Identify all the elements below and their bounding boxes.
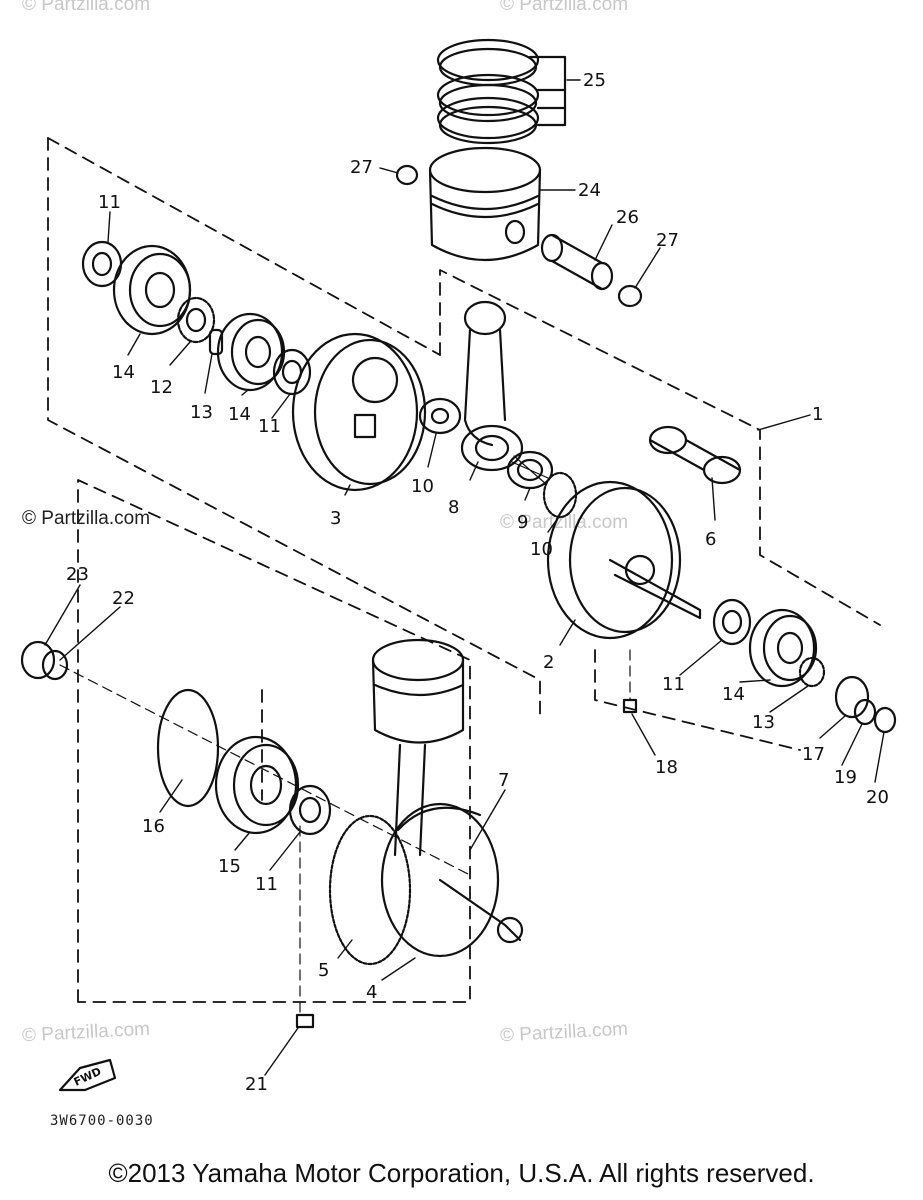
part-label: 14	[112, 362, 135, 383]
fwd-arrow-icon	[58, 1058, 117, 1092]
gear-12	[176, 296, 216, 344]
bearing-14-right	[748, 608, 818, 688]
part-label: 24	[578, 180, 601, 201]
gear-17	[834, 675, 870, 719]
part-label: 10	[530, 539, 553, 560]
part-label: 22	[112, 588, 135, 609]
washer-11-lower	[288, 784, 332, 836]
part-label: 11	[258, 416, 281, 437]
circlip	[617, 284, 643, 308]
part-label: 25	[583, 70, 606, 91]
crank-wheel-right	[546, 480, 702, 640]
part-label: 11	[98, 192, 121, 213]
part-label: 9	[517, 512, 528, 533]
bearing-15	[214, 735, 300, 835]
watermark: © Partzilla.com	[22, 508, 151, 529]
washer-11-mid	[272, 348, 312, 396]
crank-wheel-left	[291, 332, 427, 492]
part-label: 26	[616, 207, 639, 228]
part-label: 12	[150, 377, 173, 398]
part-label: 13	[752, 712, 775, 733]
part-label: 11	[662, 674, 685, 695]
part-label: 16	[142, 816, 165, 837]
part-label: 7	[498, 770, 509, 791]
lower-assembly-frame	[77, 479, 471, 1003]
part-label: 10	[411, 476, 434, 497]
circlip-13	[798, 656, 826, 688]
thrust-washer	[418, 397, 462, 435]
part-label: 15	[218, 856, 241, 877]
piston-upper	[428, 146, 542, 261]
part-label: 5	[318, 960, 329, 981]
needle-bearing	[506, 450, 554, 490]
part-label: 21	[245, 1074, 268, 1095]
part-label: 27	[350, 157, 373, 178]
part-label: 1	[812, 404, 823, 425]
watermark: © Partzilla.com	[500, 0, 629, 15]
part-label: 14	[722, 684, 745, 705]
oil-seal	[20, 640, 69, 681]
part-label: 20	[866, 787, 889, 808]
copyright-notice: ©2013 Yamaha Motor Corporation, U.S.A. A…	[108, 1158, 815, 1188]
circlip	[395, 164, 419, 186]
piston-rings	[436, 38, 540, 145]
bearing-14-top	[112, 244, 192, 336]
circlip-16	[156, 688, 220, 808]
crankshaft-assembly	[328, 802, 524, 966]
part-label: 8	[448, 497, 459, 518]
part-label: 6	[705, 529, 716, 550]
part-label: 19	[834, 767, 857, 788]
part-label: 14	[228, 404, 251, 425]
nut-20	[873, 706, 897, 734]
part-label: 3	[330, 508, 341, 529]
dowel-21	[295, 1013, 315, 1029]
part-label: 18	[655, 757, 678, 778]
connecting-rod	[460, 300, 524, 472]
watermark: © Partzilla.com	[500, 512, 629, 533]
crank-pin	[648, 425, 742, 485]
part-label: 17	[802, 744, 825, 765]
diagram-code: 3W6700-0030	[50, 1113, 154, 1129]
key-13	[208, 328, 224, 356]
part-label: 23	[66, 564, 89, 585]
part-label: 27	[656, 230, 679, 251]
piston-pin	[540, 233, 614, 291]
part-label: 11	[255, 874, 278, 895]
washer-19	[853, 698, 877, 726]
part-label: 2	[543, 652, 554, 673]
thrust-washer	[542, 471, 578, 519]
watermark: © Partzilla.com	[22, 0, 151, 15]
part-label: 13	[190, 402, 213, 423]
part-label: 4	[366, 982, 377, 1003]
washer-11-right	[712, 598, 752, 646]
